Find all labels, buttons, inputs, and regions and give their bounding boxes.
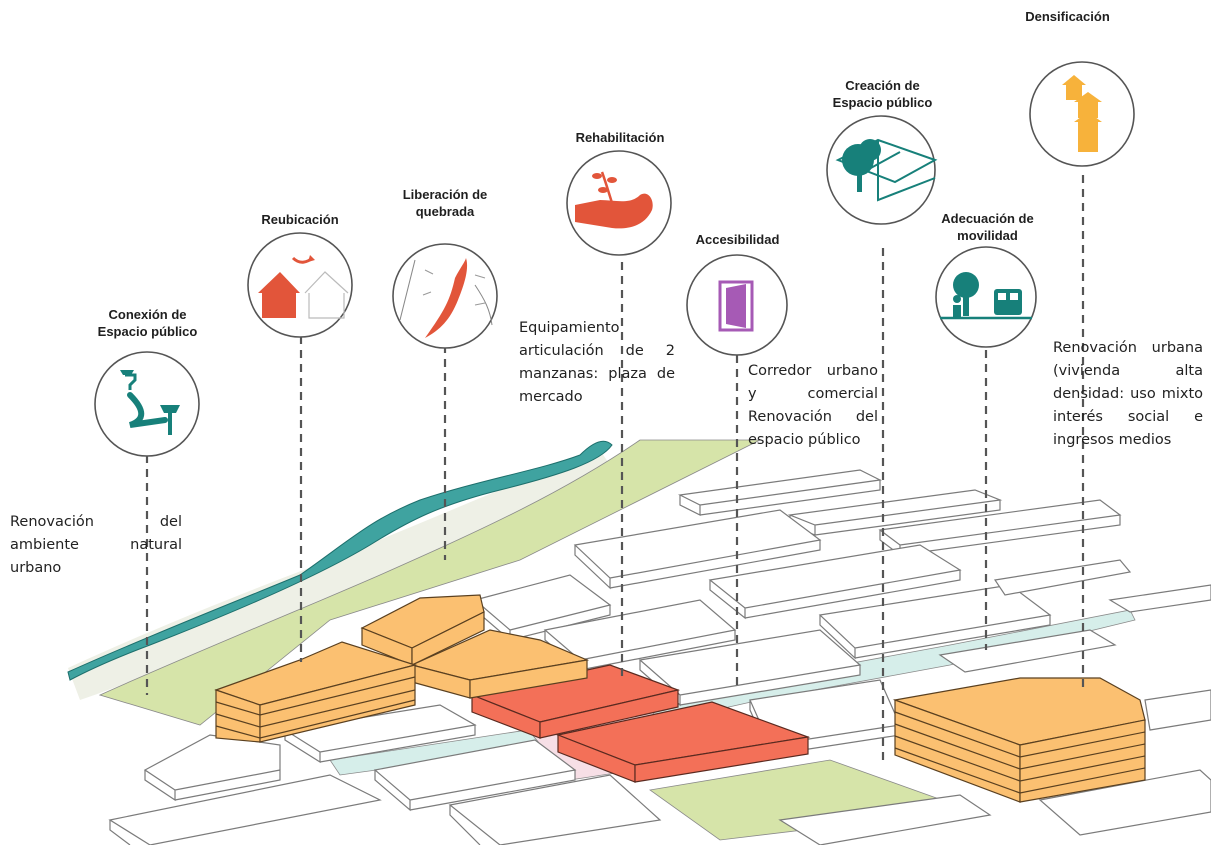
leader-lines xyxy=(145,175,1085,765)
title-accesibilidad: Accesibilidad xyxy=(695,232,780,247)
red-block-front xyxy=(634,736,809,783)
orange-block-line xyxy=(215,676,416,739)
block xyxy=(818,584,1052,660)
title-liberacion: Liberación de quebrada xyxy=(402,187,488,219)
title-movilidad: Adecuación de movilidad xyxy=(941,211,1034,243)
note-natural: Renovación del ambiente natural urbano xyxy=(10,514,182,576)
orange-blocks xyxy=(214,594,1146,803)
orange-tower-line xyxy=(894,711,1146,794)
white-blocks xyxy=(108,469,1211,845)
block xyxy=(678,469,882,516)
orange-block-face xyxy=(411,611,485,666)
block xyxy=(573,509,822,590)
block xyxy=(448,774,662,845)
title-reubicacion: Reubicación xyxy=(261,212,339,227)
orange-tower-face xyxy=(1019,719,1146,803)
orange-block-face xyxy=(259,664,416,743)
block xyxy=(1144,689,1211,731)
red-block-front xyxy=(539,689,679,739)
note-vivienda: Renovación urbana (vivienda alta densida… xyxy=(1053,340,1203,448)
orange-block-face xyxy=(469,659,588,699)
natural-gray-strip xyxy=(68,450,620,700)
river xyxy=(67,440,613,681)
block xyxy=(1108,584,1211,613)
green-area-riverbank xyxy=(98,439,761,726)
red-blocks xyxy=(469,664,811,783)
block xyxy=(108,774,382,845)
block xyxy=(993,559,1132,596)
block xyxy=(143,734,281,802)
block xyxy=(938,629,1117,673)
block xyxy=(283,704,477,764)
tree-plaza-icon xyxy=(826,115,938,225)
tree-person-bus-icon xyxy=(935,246,1037,348)
hand-plant-icon xyxy=(566,150,672,256)
block xyxy=(778,794,992,845)
title-creacion: Creación de Espacio público xyxy=(832,78,933,110)
stacked-houses-icon xyxy=(1029,61,1135,167)
pins-path-icon xyxy=(94,351,200,457)
block xyxy=(373,739,577,812)
note-corredor: Corredor urbano y comercial Renovación d… xyxy=(748,363,878,448)
note-equipamiento: Equipamiento articulación de 2 manzanas:… xyxy=(519,320,675,405)
title-rehabilitacion: Rehabilitación xyxy=(575,130,665,145)
block xyxy=(543,599,737,672)
title-densificacion: Densificación xyxy=(1025,9,1110,24)
block xyxy=(1038,769,1211,836)
natural-area xyxy=(67,439,761,726)
block xyxy=(708,544,962,620)
title-conexion: Conexión de Espacio público xyxy=(97,307,198,339)
open-door-icon xyxy=(686,254,788,356)
intervention-icons xyxy=(94,61,1135,457)
river-stream-icon xyxy=(392,243,498,349)
houses-relocation-icon xyxy=(247,232,353,338)
block xyxy=(878,499,1122,557)
